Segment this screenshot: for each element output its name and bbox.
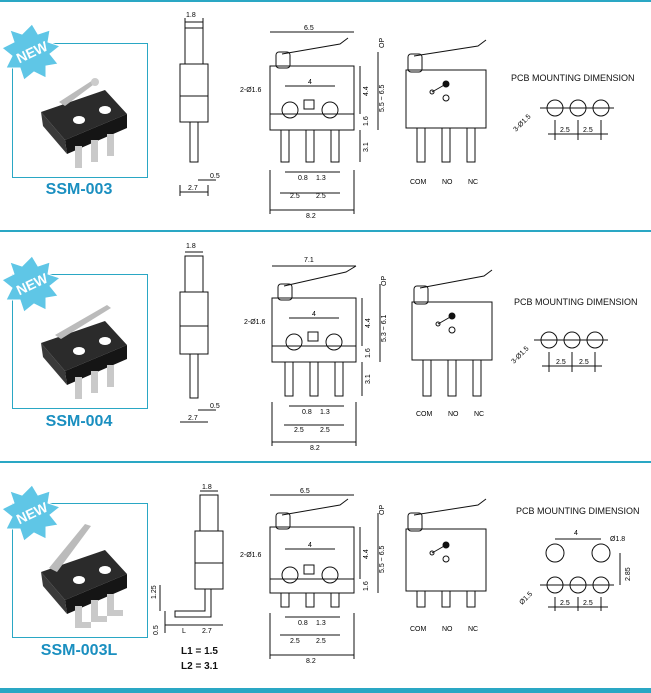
dim-op: OP (379, 38, 386, 48)
dim-side-top: 1.8 (186, 243, 196, 250)
pcb-p1: 2.5 (560, 127, 570, 134)
dim-b1: 0.8 (298, 620, 308, 627)
pcb-p2: 2.5 (579, 359, 589, 366)
pcb-big: Ø1.8 (610, 536, 625, 543)
dim-h2: 5.3 ~ 6.1 (381, 314, 388, 342)
dim-side-b2: 2.7 (188, 185, 198, 192)
dim-side-125: 1.25 (151, 585, 158, 599)
top-divider (0, 0, 651, 2)
dim-b3: 2.5 (290, 193, 300, 200)
product-row-ssm-004: NEW SSM-004 (0, 232, 651, 461)
pcb-h: 2.85 (625, 567, 632, 581)
dim-b2: 1.3 (320, 409, 330, 416)
dim-h1: 4.4 (363, 86, 370, 96)
product-row-ssm-003l: NEW SSM-003L (0, 463, 651, 692)
dim-side-b1: 0.5 (153, 625, 160, 635)
dim-pitch: 4 (308, 79, 312, 86)
model-label: SSM-004 (45, 413, 113, 430)
pcb-p1: 2.5 (556, 359, 566, 366)
dim-op: OP (379, 505, 386, 515)
pcb-p2: 2.5 (583, 600, 593, 607)
dimension-drawings: 1.8 0.5 2.7 7.1 OP 4 2-Ø1.6 4.4 5.3 ~ 6.… (179, 243, 608, 452)
pcb-holes: 3-Ø1.5 (510, 345, 530, 365)
row-divider-1 (0, 230, 651, 232)
dim-op: OP (381, 276, 388, 286)
dim-pitch: 4 (308, 542, 312, 549)
dim-hole: 2-Ø1.6 (240, 87, 262, 94)
dim-b1: 0.8 (302, 409, 312, 416)
dim-b3: 2.5 (290, 638, 300, 645)
l-values: L1 = 1.5 L2 = 3.1 (181, 644, 218, 674)
dim-b2: 1.3 (316, 620, 326, 627)
terminal-nc: NC (474, 411, 484, 418)
dim-h3: 1.6 (365, 348, 372, 358)
new-badge: NEW (2, 23, 62, 81)
dim-h2: 5.5 ~ 6.5 (379, 84, 386, 112)
dim-h4: 3.1 (363, 142, 370, 152)
dimension-drawings: 1.8 0.5 2.7 6.5 OP 4 2-Ø1.6 4.4 5.5 ~ 6.… (179, 12, 614, 220)
terminal-nc: NC (468, 626, 478, 633)
dim-h2: 5.5 ~ 6.5 (379, 545, 386, 573)
l2-value: L2 = 3.1 (181, 661, 218, 672)
dim-side-b1: 0.5 (210, 403, 220, 410)
dim-h1: 4.4 (363, 549, 370, 559)
dim-side-b2: 2.7 (188, 415, 198, 422)
model-label: SSM-003L (40, 642, 118, 659)
dim-b4: 2.5 (316, 193, 326, 200)
dim-side-b2: 2.7 (202, 628, 212, 635)
dim-side-l: L (182, 628, 186, 635)
dim-h1: 4.4 (365, 318, 372, 328)
dim-front-top: 7.1 (304, 257, 314, 264)
terminal-no: NO (442, 179, 453, 186)
dim-h3: 1.6 (363, 116, 370, 126)
pcb-top: 4 (574, 530, 578, 537)
pcb-p1: 2.5 (560, 600, 570, 607)
dim-side-b1: 0.5 (210, 173, 220, 180)
terminal-no: NO (448, 411, 459, 418)
dim-b4: 2.5 (316, 638, 326, 645)
terminal-nc: NC (468, 179, 478, 186)
switch-photo (41, 524, 127, 628)
dim-b1: 0.8 (298, 175, 308, 182)
dim-h3: 1.6 (363, 581, 370, 591)
pcb-title: PCB MOUNTING DIMENSION (516, 506, 640, 516)
pcb-holes: Ø1.5 (518, 591, 534, 607)
dim-front-top: 6.5 (304, 25, 314, 32)
switch-photo (41, 78, 127, 168)
dim-b4: 2.5 (320, 427, 330, 434)
pcb-holes: 3-Ø1.5 (512, 113, 532, 133)
switch-photo (41, 305, 127, 399)
model-label: SSM-003 (45, 181, 113, 198)
product-photo-frame (12, 43, 148, 178)
product-row-ssm-003: NEW SSM-003 (0, 0, 651, 229)
dim-total: 8.2 (306, 658, 316, 665)
dim-total: 8.2 (306, 213, 316, 220)
dim-b3: 2.5 (294, 427, 304, 434)
pcb-title: PCB MOUNTING DIMENSION (511, 73, 635, 83)
pcb-title: PCB MOUNTING DIMENSION (514, 297, 638, 307)
dim-b2: 1.3 (316, 175, 326, 182)
dim-side-top: 1.8 (202, 484, 212, 491)
dim-front-top: 6.5 (300, 488, 310, 495)
new-badge: NEW (2, 484, 62, 542)
dim-hole: 2-Ø1.6 (240, 552, 262, 559)
terminal-com: COM (410, 626, 427, 633)
terminal-com: COM (410, 179, 427, 186)
row-divider-2 (0, 461, 651, 463)
l1-value: L1 = 1.5 (181, 646, 218, 657)
terminal-no: NO (442, 626, 453, 633)
dim-hole: 2-Ø1.6 (244, 319, 266, 326)
dim-total: 8.2 (310, 445, 320, 452)
bottom-divider (0, 688, 651, 693)
dim-h4: 3.1 (365, 374, 372, 384)
dim-pitch: 4 (312, 311, 316, 318)
new-badge: NEW (2, 255, 62, 313)
dim-side-top: 1.8 (186, 12, 196, 19)
front-terminals (280, 129, 340, 163)
dimension-drawings: 1.8 0.5 L 2.7 1.25 6.5 OP 4 2-Ø1.6 4.4 5… (151, 484, 632, 665)
pcb-p2: 2.5 (583, 127, 593, 134)
terminal-com: COM (416, 411, 433, 418)
